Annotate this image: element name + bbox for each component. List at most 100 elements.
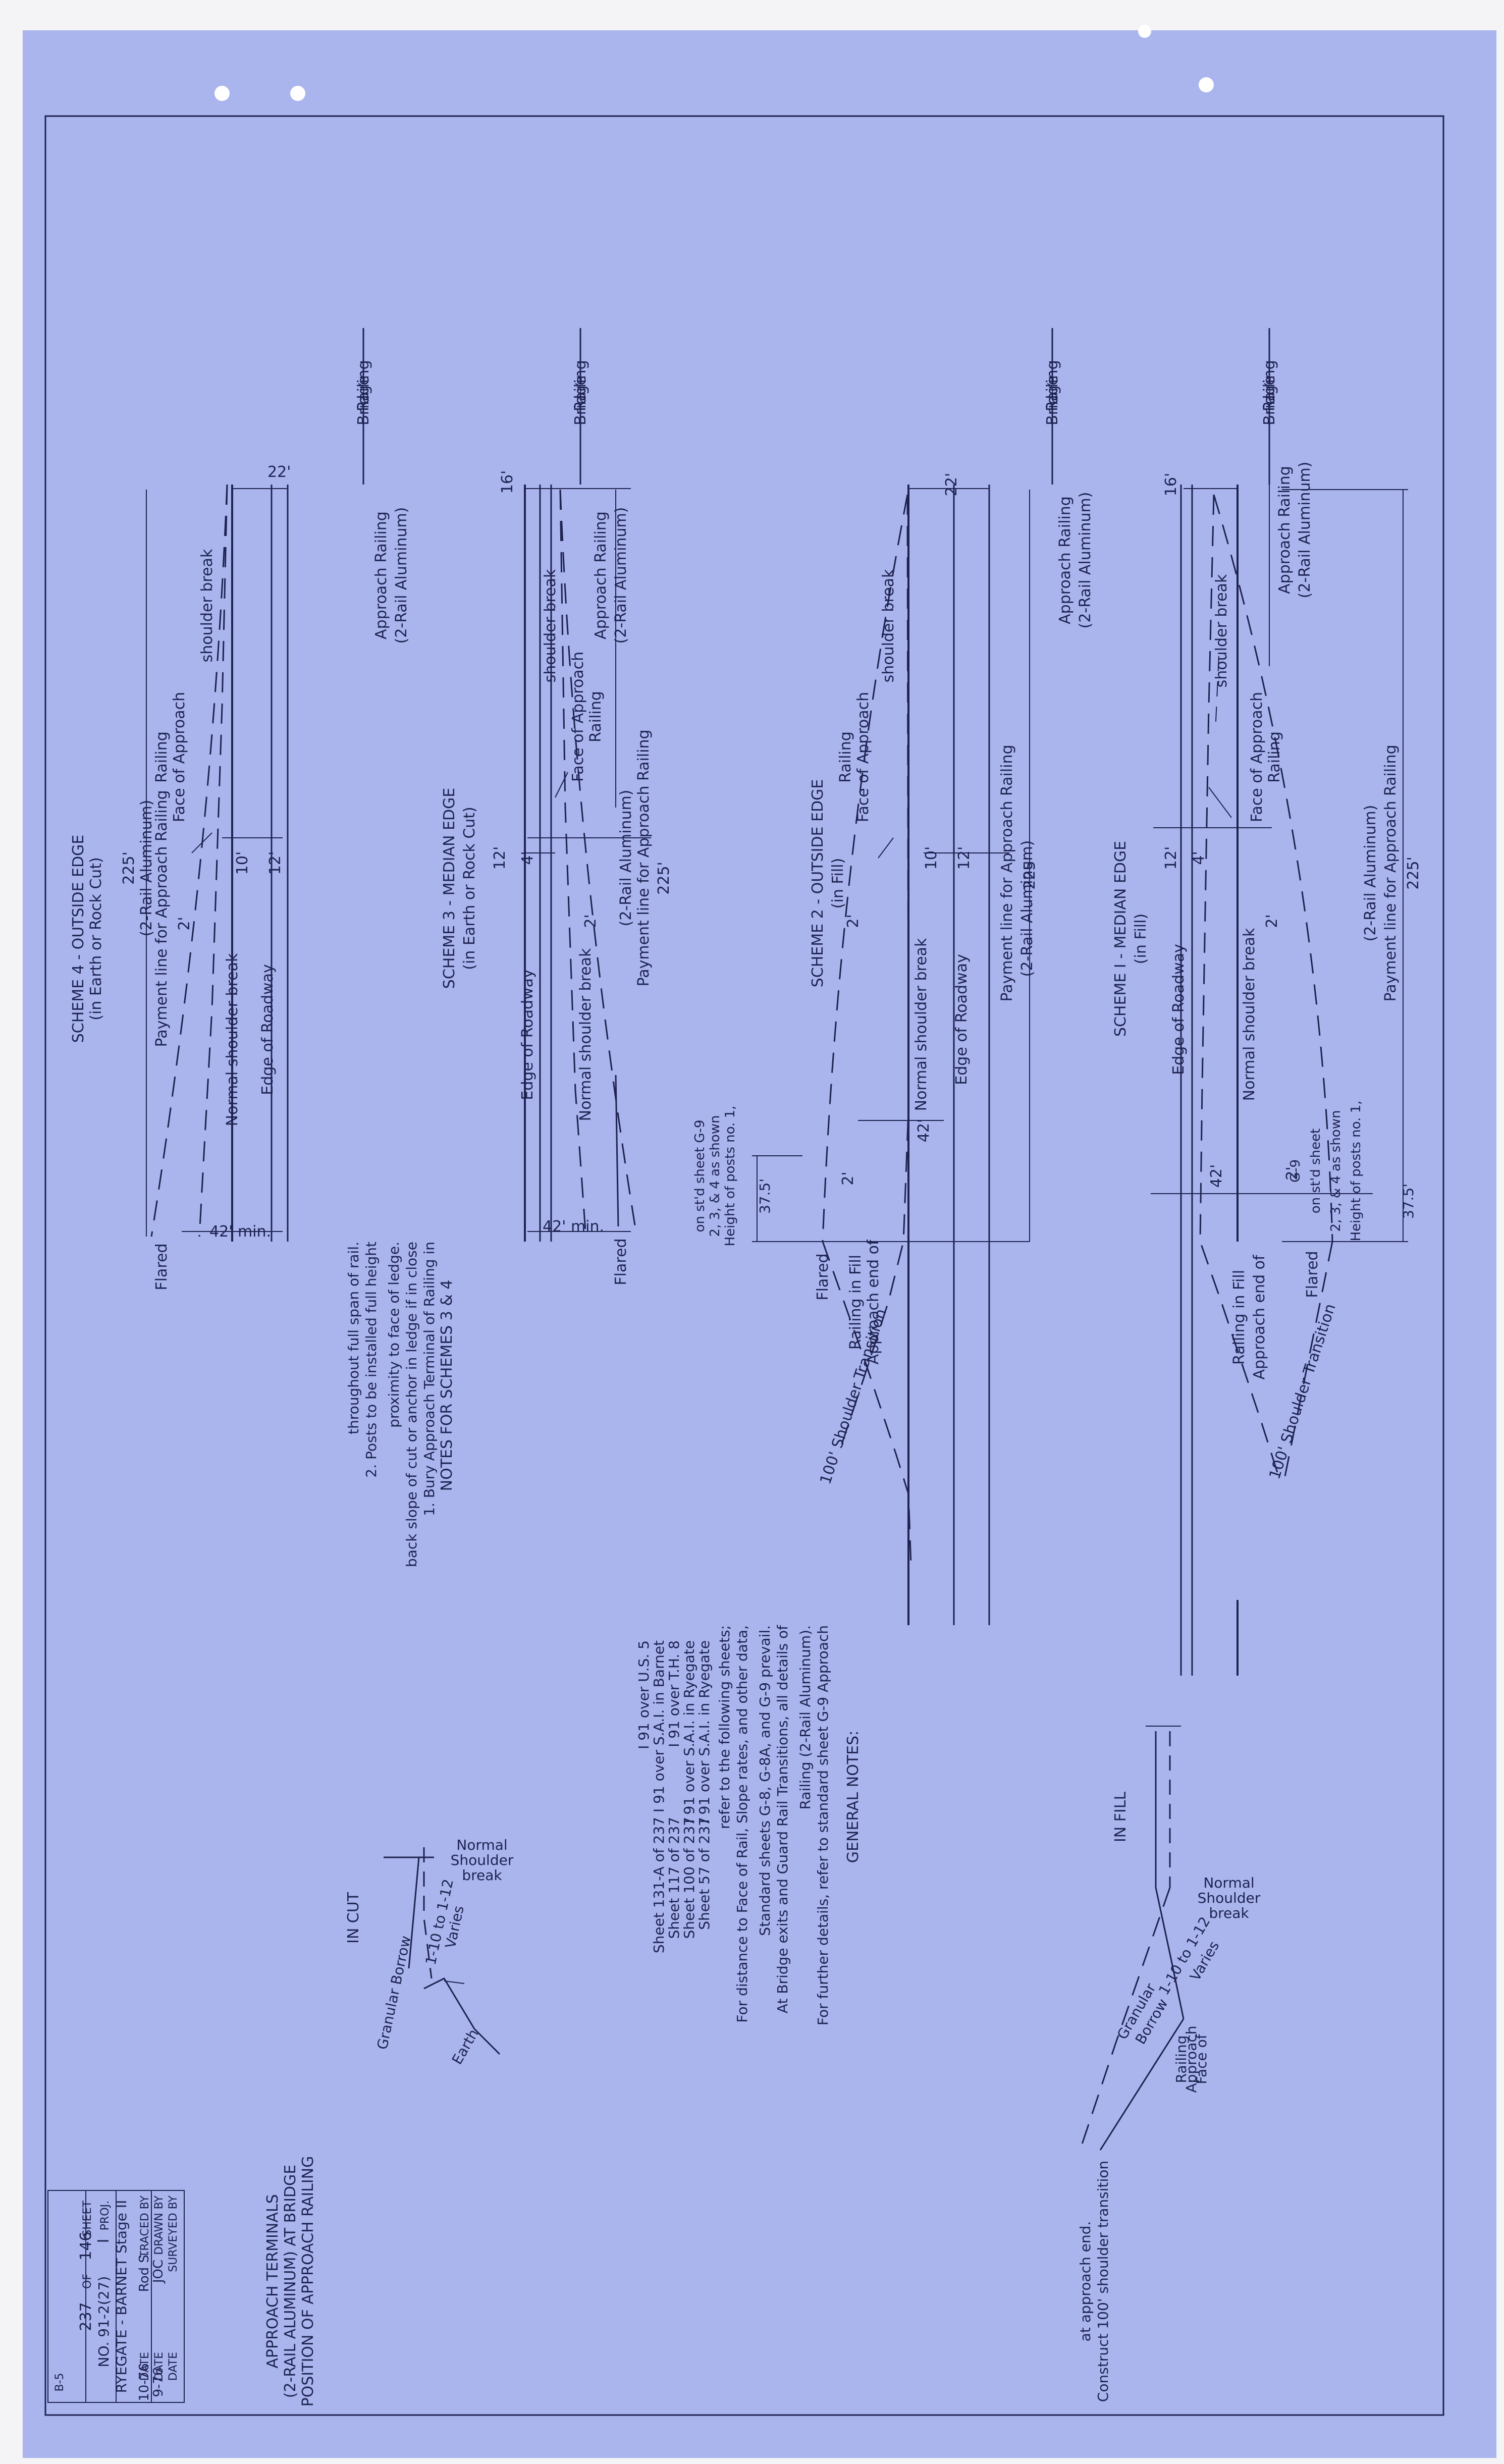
- s3-dim-2: 2': [582, 914, 600, 928]
- s3-edge-roadway: Edge of Roadway: [519, 969, 536, 1100]
- s2-dim-12: 12': [955, 846, 973, 870]
- in-fill-normal-1: Normal: [1203, 1874, 1254, 1891]
- s4-bridge-label: Bridge: [355, 376, 372, 425]
- scheme-4-plan: [146, 328, 369, 1242]
- tb-traced-date: 10-76: [137, 2363, 152, 2401]
- tb-traced-by: Rod S.: [137, 2251, 152, 2292]
- s4-railing-label: Railing: [355, 360, 372, 411]
- tb-drawn-date-label: DATE: [153, 2352, 166, 2381]
- s2-face-2: Railing: [837, 731, 854, 783]
- s3-approach-railing-2: (2-Rail Aluminum): [612, 507, 630, 644]
- in-cut-normal-2: Shoulder: [451, 1852, 514, 1868]
- tb-sheet-label: SHEET: [81, 2200, 94, 2236]
- general-notes-ref: I 91 over S.A.I. in Ryegate: [681, 1640, 697, 1824]
- s2-payment-line-1: Payment line for Approach Railing: [998, 744, 1016, 1001]
- s3-title-2: (in Earth or Rock Cut): [461, 807, 478, 970]
- s2-height-dim: 37.5': [757, 1179, 773, 1214]
- tb-sheet-of: OF: [81, 2274, 94, 2289]
- s4-dim-22: 22': [267, 463, 291, 481]
- punch-hole: [1138, 25, 1151, 38]
- title-block-frame: [47, 2190, 185, 2403]
- general-notes-ref: I 91 over T.H. 8: [666, 1640, 682, 1747]
- in-cut-normal-3: break: [462, 1867, 502, 1884]
- s1-face-2: Railing: [1266, 731, 1283, 783]
- tb-traced-label: TRACED BY: [139, 2195, 151, 2258]
- notes34-heading: NOTES FOR SCHEMES 3 & 4: [438, 1280, 456, 1491]
- s2-dim-2b: 2': [839, 1171, 857, 1185]
- tb-drawn-date: 9-76: [151, 2367, 166, 2397]
- in-cut-label: IN CUT: [345, 1892, 362, 1944]
- notes34-line: back slope of cut or anchor in ledge if …: [403, 1242, 420, 1567]
- s4-approach-railing-1: Approach Railing: [372, 511, 390, 639]
- tb-surveyed-date-label: DATE: [167, 2352, 180, 2381]
- s1-title-1: SCHEME I - MEDIAN EDGE: [1112, 841, 1130, 1037]
- s1-height-3: on st'd sheet: [1308, 1129, 1323, 1214]
- punch-hole: [290, 86, 305, 101]
- s1-dim-16: 16': [1162, 473, 1180, 496]
- sheet-title-1: POSITION OF APPROACH RAILING: [299, 2156, 317, 2407]
- s1-height-dim: 37.5': [1400, 1184, 1417, 1219]
- s4-approach-railing-2: (2-Rail Aluminum): [393, 507, 410, 644]
- s2-title-2: (in Fill): [829, 858, 847, 908]
- sheet-title-3: APPROACH TERMINALS: [264, 2194, 282, 2368]
- tb-sheet-total: 237: [77, 2302, 95, 2331]
- tb-drawn-by: JOC: [151, 2260, 166, 2284]
- in-fill-construct-1: Construct 100' shoulder transition: [1095, 2161, 1111, 2402]
- general-notes-heading: GENERAL NOTES:: [844, 1731, 862, 1863]
- s3-flared: Flared: [612, 1238, 630, 1285]
- s2-dim-10: 10': [923, 846, 940, 870]
- s2-approach-end-2: Railing in Fill: [847, 1255, 865, 1350]
- s4-dim-12: 12': [266, 851, 284, 875]
- s2-approach-railing-1: Approach Railing: [1056, 496, 1074, 624]
- s3-normal-break: Normal shoulder break: [577, 948, 595, 1121]
- general-notes-ref-sheet: Sheet 100 of 237: [681, 1817, 697, 1939]
- s2-bridge-label: Bridge: [1044, 376, 1061, 425]
- s2-normal-break: Normal shoulder break: [912, 938, 930, 1111]
- s3-dim-12: 12': [491, 846, 509, 870]
- s4-payment-dim: 225': [120, 851, 138, 885]
- notes34-line: throughout full span of rail.: [345, 1242, 362, 1434]
- tb-traced-date-label: DATE: [139, 2352, 151, 2381]
- tb-project-name: RYEGATE - BARNET Stage II: [113, 2200, 130, 2393]
- scheme-3-plan: [524, 328, 651, 1242]
- punch-hole: [1199, 77, 1214, 92]
- tb-proj-label: PROJ.: [99, 2201, 112, 2230]
- in-fill-label: IN FILL: [1112, 1792, 1130, 1843]
- s1-approach-end-2: Railing in Fill: [1230, 1270, 1248, 1365]
- s1-title-2: (in Fill): [1132, 914, 1150, 964]
- s1-normal-break: Normal shoulder break: [1241, 928, 1258, 1101]
- s1-face-1: Face of Approach: [1248, 692, 1266, 822]
- s3-face-2: Railing: [587, 691, 605, 742]
- s4-title-2: (in Earth or Rock Cut): [87, 857, 105, 1020]
- s1-height-1: Height of posts no. 1,: [1349, 1101, 1364, 1242]
- sheet-title-2: (2-RAIL ALUMINUM) AT BRIDGE: [282, 2165, 299, 2398]
- s2-dim-42: 42': [915, 1119, 933, 1142]
- s2-payment-line-2: (2-Rail Aluminum): [1018, 840, 1036, 977]
- s1-dim-42: 42': [1208, 1164, 1225, 1188]
- in-fill-section: [1079, 1726, 1185, 2151]
- in-fill-face-1: Face of: [1193, 2033, 1210, 2084]
- s1-dim-2b: 2': [1283, 1166, 1301, 1180]
- s3-dim-16: 16': [499, 470, 516, 494]
- in-fill-face-3: Railing: [1173, 2036, 1190, 2083]
- tb-corner-code: B-5: [53, 2373, 66, 2391]
- s4-edge-roadway: Edge of Roadway: [259, 964, 277, 1095]
- s2-payment-dim: 225': [1021, 856, 1039, 890]
- s1-dim-2a: 2': [1263, 914, 1281, 928]
- tb-proj-number: NO. 91-2(27): [95, 2276, 112, 2368]
- scheme-2-plan: [752, 328, 1058, 1625]
- s3-railing-label: Railing: [572, 360, 589, 411]
- s1-payment-dim: 225': [1405, 856, 1422, 890]
- s1-edge-roadway: Edge of Roadway: [1170, 944, 1188, 1075]
- s1-height-2: 2, 3, & 4 as shown: [1328, 1110, 1344, 1232]
- s3-payment-line-1: Payment line for Approach Railing: [635, 729, 653, 986]
- s2-height-1: Height of posts no. 1,: [723, 1106, 738, 1247]
- general-notes-ref-sheet: Sheet 117 of 237: [666, 1817, 682, 1939]
- s4-shoulder-break: shoulder break: [198, 549, 216, 662]
- s3-face-1: Face of Approach: [569, 652, 587, 782]
- s1-railing-label: Railing: [1261, 360, 1278, 411]
- scheme-1-plan: [1151, 328, 1408, 1676]
- general-notes-line: For distance to Face of Rail, Slope rate…: [734, 1625, 750, 2023]
- s3-approach-railing-1: Approach Railing: [592, 511, 610, 639]
